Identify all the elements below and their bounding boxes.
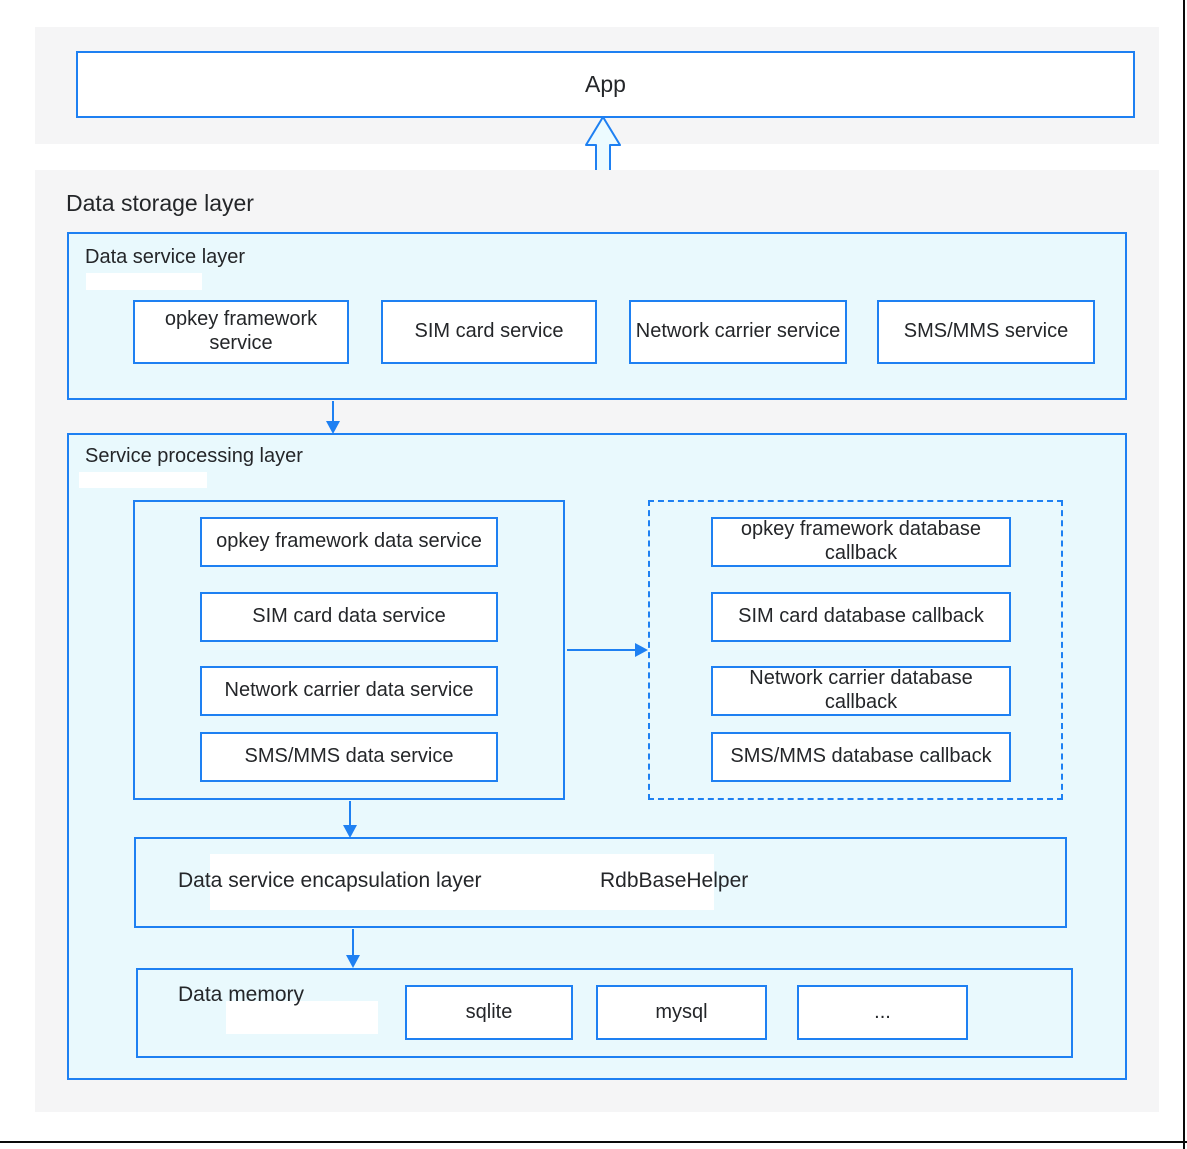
service-label: Network carrier service bbox=[635, 320, 841, 343]
service-processing-layer-title: Service processing layer bbox=[85, 445, 303, 467]
callback-label: SMS/MMS database callback bbox=[730, 745, 992, 768]
callback-box-opkey-framework: opkey framework database callback bbox=[711, 517, 1011, 567]
service-box-sms-mms: SMS/MMS service bbox=[877, 300, 1095, 364]
data-service-label: SMS/MMS data service bbox=[244, 745, 454, 768]
service-label: SMS/MMS service bbox=[903, 320, 1069, 343]
data-services-group bbox=[133, 500, 565, 800]
data-storage-layer-title: Data storage layer bbox=[66, 190, 254, 216]
down-arrow-icon bbox=[346, 929, 360, 968]
data-service-box-sim-card: SIM card data service bbox=[200, 592, 498, 642]
rdbbasehelper-label: RdbBaseHelper bbox=[600, 869, 749, 892]
translation-patch bbox=[210, 854, 714, 910]
encapsulation-layer-title: Data service encapsulation layer bbox=[178, 869, 482, 892]
data-service-layer-title: Data service layer bbox=[85, 246, 246, 268]
data-service-label: Network carrier data service bbox=[224, 679, 474, 702]
store-box-ellipsis: ... bbox=[797, 985, 968, 1040]
data-service-label: SIM card data service bbox=[252, 605, 446, 628]
data-service-label: opkey framework data service bbox=[216, 530, 482, 553]
data-memory-title: Data memory bbox=[178, 983, 305, 1006]
data-service-box-network-carrier: Network carrier data service bbox=[200, 666, 498, 716]
callback-box-network-carrier: Network carrier database callback bbox=[711, 666, 1011, 716]
service-box-network-carrier: Network carrier service bbox=[629, 300, 847, 364]
app-label: App bbox=[585, 70, 626, 97]
translation-patch bbox=[226, 1001, 378, 1034]
translation-patch bbox=[86, 273, 202, 290]
database-callbacks-group bbox=[648, 500, 1063, 800]
callback-label: SIM card database callback bbox=[738, 605, 984, 628]
data-service-box-sms-mms: SMS/MMS data service bbox=[200, 732, 498, 782]
frame-bottom-line bbox=[0, 1141, 1187, 1143]
store-label: mysql bbox=[655, 1000, 708, 1023]
callback-box-sim-card: SIM card database callback bbox=[711, 592, 1011, 642]
callback-label: Network carrier database callback bbox=[749, 667, 973, 713]
data-service-box-opkey-framework: opkey framework data service bbox=[200, 517, 498, 567]
frame-right-line bbox=[1183, 0, 1185, 1149]
down-arrow-icon bbox=[343, 801, 357, 838]
service-box-opkey-framework: opkey framework service bbox=[133, 300, 349, 364]
store-label: sqlite bbox=[465, 1000, 513, 1023]
service-label: opkey framework service bbox=[164, 308, 318, 354]
callback-label: opkey framework database callback bbox=[740, 518, 982, 564]
translation-patch bbox=[79, 472, 207, 488]
service-box-sim-card: SIM card service bbox=[381, 300, 597, 364]
store-box-sqlite: sqlite bbox=[405, 985, 573, 1040]
callback-box-sms-mms: SMS/MMS database callback bbox=[711, 732, 1011, 782]
store-box-mysql: mysql bbox=[596, 985, 767, 1040]
store-label: ... bbox=[874, 1000, 891, 1023]
service-label: SIM card service bbox=[414, 320, 564, 343]
right-arrow-icon bbox=[567, 643, 648, 657]
app-box: App bbox=[76, 51, 1135, 118]
down-arrow-icon bbox=[326, 401, 340, 434]
